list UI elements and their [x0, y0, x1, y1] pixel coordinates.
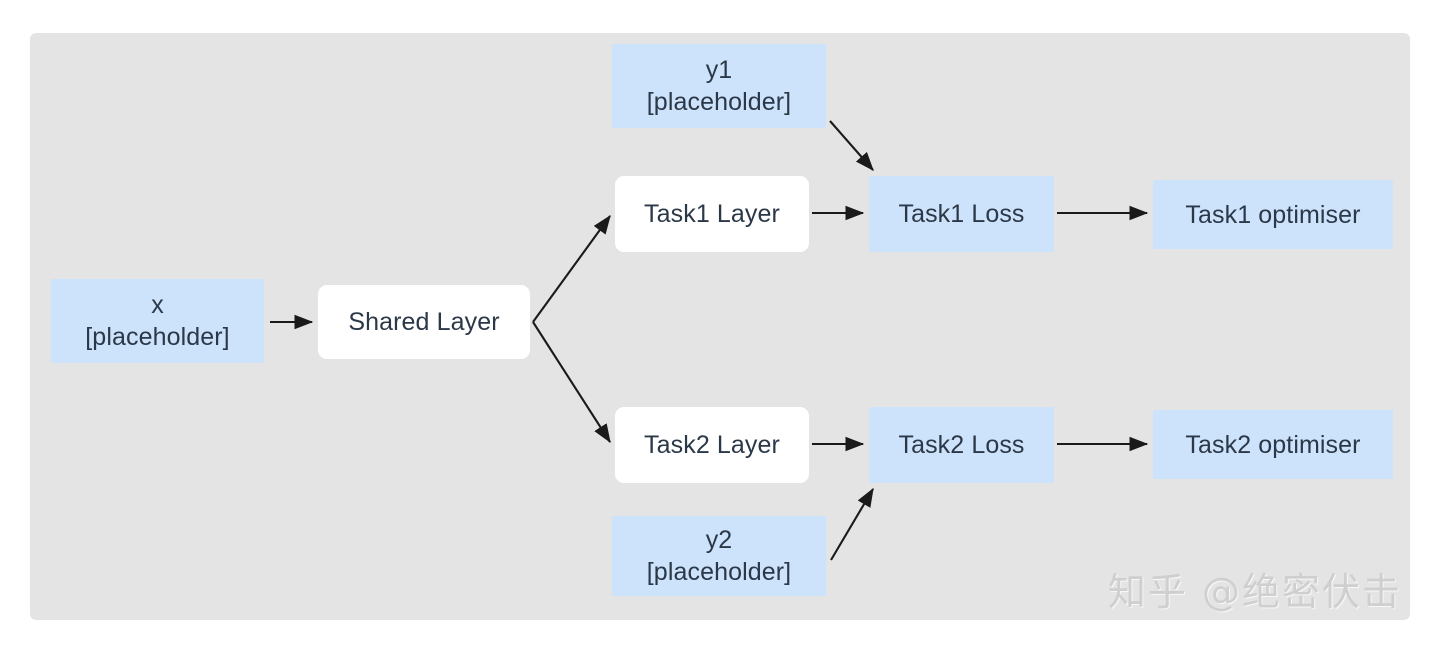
node-y1-placeholder[interactable]: y1 [placeholder]: [612, 44, 826, 128]
node-task1-layer[interactable]: Task1 Layer: [615, 176, 809, 252]
node-task2-layer[interactable]: Task2 Layer: [615, 407, 809, 483]
node-shared-layer[interactable]: Shared Layer: [318, 285, 530, 359]
node-task1-optimiser[interactable]: Task1 optimiser: [1153, 180, 1393, 249]
node-task1-loss[interactable]: Task1 Loss: [869, 176, 1054, 252]
node-y2-placeholder[interactable]: y2 [placeholder]: [612, 516, 826, 596]
node-task2-optimiser[interactable]: Task2 optimiser: [1153, 410, 1393, 479]
node-task2-loss[interactable]: Task2 Loss: [869, 407, 1054, 483]
node-x-placeholder[interactable]: x [placeholder]: [51, 279, 264, 363]
watermark-text: 知乎 @绝密伏击: [1107, 570, 1402, 614]
